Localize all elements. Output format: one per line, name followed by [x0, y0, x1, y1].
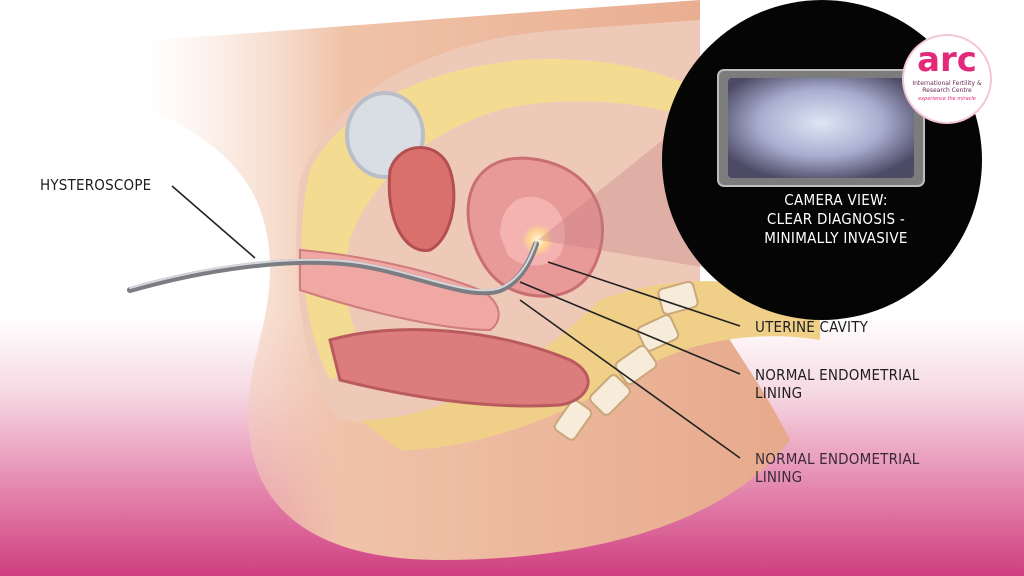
endometrial-lining-label-2: NORMAL ENDOMETRIAL LINING	[755, 450, 920, 486]
endometrial-lining-label-2-line-1: NORMAL ENDOMETRIAL	[755, 450, 920, 468]
leader-lines	[171, 185, 741, 459]
logo-name: International Fertility & Research Centr…	[912, 80, 982, 94]
bowel	[387, 146, 456, 252]
hysteroscope-label: HYSTEROSCOPE	[40, 176, 152, 194]
logo-tagline: experience the miracle	[918, 96, 976, 102]
endometrial-lining-label-1-line-1: NORMAL ENDOMETRIAL	[755, 366, 920, 384]
endometrial-lining-label-1: NORMAL ENDOMETRIAL LINING	[755, 366, 920, 402]
camera-caption-line-1: CAMERA VIEW:	[784, 191, 888, 209]
endometrial-lining-label-1-line-2: LINING	[755, 384, 803, 402]
spine	[553, 280, 699, 441]
uterine-cavity-label: UTERINE CAVITY	[755, 318, 869, 336]
camera-caption-line-2: CLEAR DIAGNOSIS -	[766, 210, 906, 228]
logo-mark: arc	[917, 40, 977, 80]
vaginal-canal	[299, 248, 500, 332]
camera-screen	[728, 78, 914, 178]
arc-logo: arc International Fertility & Research C…	[904, 36, 990, 122]
endometrial-lining-label-2-line-2: LINING	[755, 468, 803, 486]
camera-light	[522, 224, 554, 256]
rectum	[328, 328, 590, 408]
camera-view-caption: CAMERA VIEW: CLEAR DIAGNOSIS - MINIMALLY…	[736, 191, 936, 248]
camera-caption-line-3: MINIMALLY INVASIVE	[764, 229, 908, 247]
sacrum-fat	[360, 281, 820, 450]
hysteroscope-highlight	[129, 241, 537, 292]
hysteroscope-instrument	[127, 241, 539, 296]
